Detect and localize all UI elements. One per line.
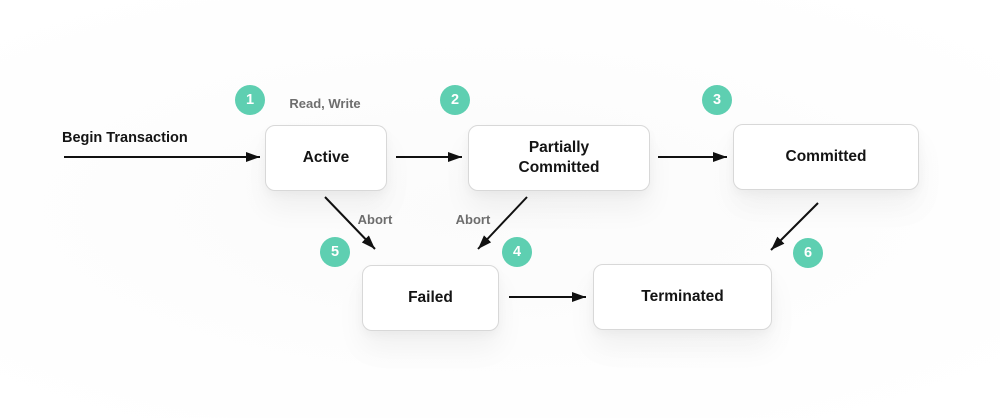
state-terminated-label: Terminated	[641, 288, 724, 305]
read-write-label: Read, Write	[289, 96, 361, 111]
state-active-label: Active	[302, 149, 350, 166]
step-badge-1: 1	[235, 85, 265, 115]
step-badge-5: 5	[320, 237, 350, 267]
state-partially-committed-label: Partially Committed	[518, 139, 600, 176]
step-badge-2: 2	[440, 85, 470, 115]
state-failed-label: Failed	[408, 289, 453, 306]
step-badge-3: 3	[702, 85, 732, 115]
begin-transaction-label: Begin Transaction	[62, 130, 188, 146]
state-failed: Failed	[362, 265, 499, 331]
state-active: Active	[265, 125, 387, 191]
abort-label-from-partially-committed: Abort	[455, 212, 491, 227]
step-badge-6: 6	[793, 238, 823, 268]
abort-label-from-active: Abort	[357, 212, 393, 227]
state-committed: Committed	[733, 124, 919, 190]
step-badge-4: 4	[502, 237, 532, 267]
state-committed-label: Committed	[785, 148, 867, 165]
state-partially-committed: Partially Committed	[468, 125, 650, 191]
state-terminated: Terminated	[593, 264, 772, 330]
